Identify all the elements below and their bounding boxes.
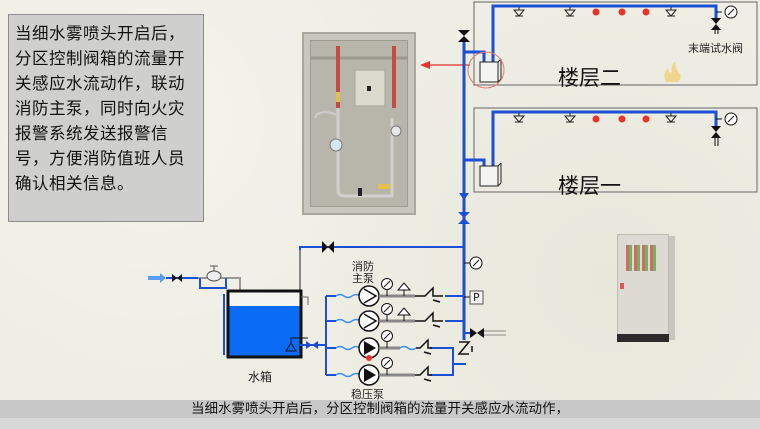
system-diagram (148, 1, 758, 386)
sprinkler-head-icon (664, 113, 678, 123)
riser-arrow-icon (459, 193, 469, 200)
return-pipe (299, 246, 464, 277)
relief-valve-icons (396, 282, 412, 321)
description-text: 当细水雾喷头开启后，分区控制阀箱的流量开关感应水流动作，联动消防主泵，同时向火灾… (15, 24, 185, 193)
sprinklers-floor-1 (512, 113, 678, 123)
pressure-relief-z-icon (457, 341, 473, 355)
red-dot-icon (592, 8, 600, 16)
pressure-pump-1-icon (358, 337, 380, 361)
floor-1-label: 楼层一 (558, 174, 621, 198)
flow-switch-box-icon-floor-1 (479, 162, 502, 187)
flexible-joints (335, 293, 361, 378)
return-valve-icon (322, 241, 334, 253)
subtitle: 当细水雾喷头开启后，分区控制阀箱的流量开关感应水流动作， (0, 400, 760, 418)
flow-switch-box-icon-floor-2 (479, 58, 502, 83)
cabinet-handle (620, 283, 624, 289)
main-pump-label-1: 消防 (352, 260, 374, 273)
float-valve-icon (206, 270, 222, 282)
control-cabinet-side (669, 236, 675, 340)
red-dot-icon (618, 8, 626, 16)
pressure-pump-label: 稳压泵 (351, 388, 384, 401)
test-connection-valve-icon (464, 328, 506, 338)
foot-valve-icon (285, 342, 297, 352)
riser-valve-icon (458, 212, 470, 224)
floor-2-frame (473, 1, 758, 86)
pressure-switch-label: P (473, 291, 480, 304)
cabinet-indicator-lights (626, 245, 656, 271)
red-dot-icon (642, 115, 650, 123)
control-cabinet-base (617, 334, 669, 342)
sprinklers-floor-2 (512, 7, 678, 17)
sprinkler-head-icon (512, 7, 526, 17)
main-pump-1-icon (358, 285, 380, 307)
highlight-circle (467, 51, 505, 89)
check-valve-icons (415, 286, 443, 382)
main-pump-label-2: 主泵 (352, 272, 374, 285)
pressure-switch-icon (469, 290, 484, 305)
main-pump-2-icon (358, 310, 380, 332)
red-dot-icon (642, 8, 650, 16)
floor-1-branch-pipe (464, 158, 486, 168)
valve-box-details (311, 46, 408, 198)
end-test-valve-floor-2-icon (711, 5, 738, 34)
riser-top-valve-icon (458, 30, 470, 42)
pump-gauges (381, 278, 393, 375)
floor-2-label: 楼层二 (558, 66, 621, 90)
description-box: 当细水雾喷头开启后，分区控制阀箱的流量开关感应水流动作，联动消防主泵，同时向火灾… (8, 14, 204, 222)
water-tank-label: 水箱 (248, 370, 273, 384)
fire-icon (664, 62, 681, 82)
sprinkler-head-icon (664, 7, 678, 17)
pressure-pump-2-icon (358, 364, 380, 386)
water-tank (223, 289, 309, 359)
red-dot-icon (618, 115, 626, 123)
sprinkler-head-icon (563, 113, 577, 123)
floor-1-frame (473, 107, 758, 193)
red-dot-icon (592, 115, 600, 123)
sprinkler-head-icon (512, 113, 526, 123)
end-test-valve-floor-1-icon (711, 112, 738, 146)
inlet-line (148, 265, 241, 292)
sprinkler-head-icon (563, 7, 577, 17)
control-cabinet-icon (617, 234, 669, 337)
end-test-valve-label: 末端试水阀 (688, 42, 743, 55)
inlet-arrow-icon (148, 273, 166, 283)
riser-gauge (464, 256, 483, 270)
